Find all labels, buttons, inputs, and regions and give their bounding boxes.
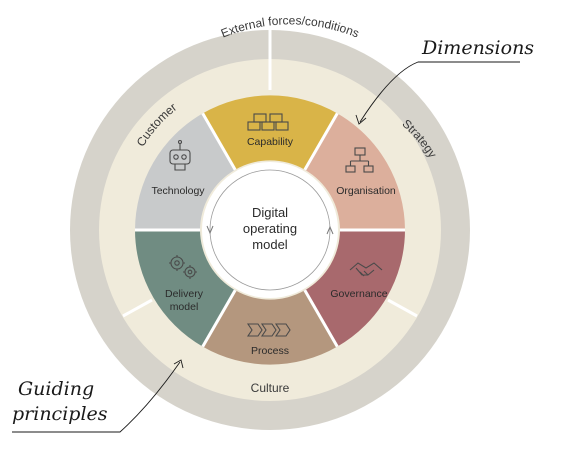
segment-technology[interactable] (135, 113, 236, 230)
robot-icon (169, 139, 191, 171)
segment-process[interactable] (202, 290, 338, 365)
segment-label-delivery-line2: model (170, 301, 199, 313)
segment-delivery-model[interactable] (135, 230, 236, 347)
guiding-arrow-icon (173, 359, 184, 369)
cycle-arrow-right-icon (326, 225, 334, 235)
guiding-leader-line (12, 361, 181, 433)
segment-label-technology: Technology (151, 185, 205, 197)
segment-label-capability: Capability (247, 136, 294, 148)
handshake-icon (349, 262, 383, 277)
guiding-label-culture: Culture (251, 381, 290, 395)
cycle-arrow-left-icon (206, 225, 214, 235)
center-cycle-ring (209, 169, 331, 291)
center-title-line3: model (252, 237, 288, 252)
segment-label-governance: Governance (330, 288, 387, 300)
segment-label-process: Process (251, 345, 289, 357)
segment-governance[interactable] (304, 230, 405, 347)
center-title-line1: Digital (252, 205, 288, 220)
segment-dividers (135, 112, 405, 348)
segment-capability[interactable] (202, 95, 338, 170)
annotation-dimensions: Dimensions (421, 37, 534, 59)
segment-label-organisation: Organisation (336, 185, 396, 197)
center-circle (202, 162, 338, 298)
gears-icon (169, 255, 197, 279)
guiding-ring-dividers (122, 59, 418, 318)
segment-label-delivery-line1: Delivery (165, 288, 204, 300)
annotation-guiding-line2: principles (12, 403, 108, 425)
org-chart-icon (345, 147, 374, 173)
center-title-line2: operating (243, 221, 297, 236)
building-blocks-icon (247, 113, 289, 131)
dimensions-arrow-icon (355, 114, 367, 125)
process-arrows-icon (246, 323, 291, 337)
dimensions-leader-line (359, 61, 520, 123)
annotation-guiding-line1: Guiding (18, 378, 94, 400)
